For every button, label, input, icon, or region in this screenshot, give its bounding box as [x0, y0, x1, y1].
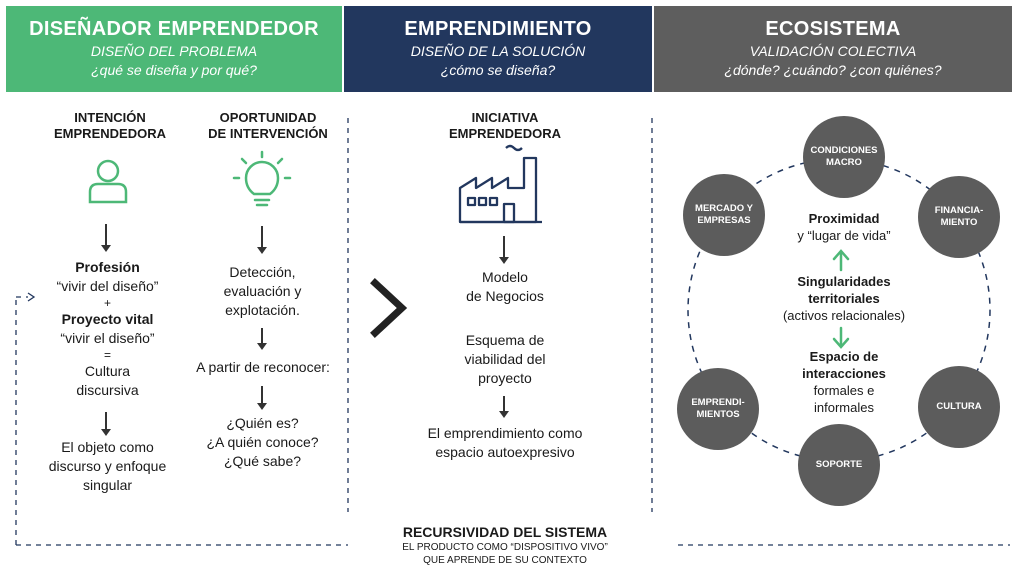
- arrow-down-icon: [832, 326, 850, 349]
- deteccion-line: Detección,: [229, 264, 296, 280]
- header-question: ¿qué se diseña y por qué?: [91, 62, 257, 78]
- emp-line: El emprendimiento como: [427, 425, 583, 441]
- emprendimiento-block: El emprendimiento como espacio autoexpre…: [395, 424, 615, 462]
- heading-line: DE INTERVENCIÓN: [208, 126, 328, 141]
- cultura-line: discursiva: [76, 382, 139, 398]
- footer-title: RECURSIVIDAD DEL SISTEMA: [402, 524, 608, 540]
- esquema-line: viabilidad del: [464, 351, 546, 367]
- heading-line: INTENCIÓN: [74, 110, 146, 125]
- header-question: ¿cómo se diseña?: [440, 62, 556, 78]
- footer: RECURSIVIDAD DEL SISTEMA EL PRODUCTO COM…: [350, 524, 660, 567]
- proximidad-label: Proximidad: [808, 211, 880, 226]
- deteccion-line: explotación.: [225, 302, 300, 318]
- espacio-line: formales e: [813, 383, 875, 398]
- activos-label: (activos relacionales): [782, 308, 906, 323]
- header-title: ECOSISTEMA: [765, 18, 901, 40]
- arrow-down: [499, 396, 509, 418]
- circle-financiamiento: FINANCIA-MIENTO: [918, 176, 1000, 258]
- lugar-label: y “lugar de vida”: [797, 228, 891, 243]
- question-line: ¿Quién es?: [226, 415, 299, 431]
- modelo-block: Modelo de Negocios: [420, 268, 590, 306]
- espacio-line: Espacio de: [809, 349, 879, 364]
- header-subtitle: VALIDACIÓN COLECTIVA: [749, 43, 917, 59]
- sing-line: Singularidades: [797, 274, 891, 289]
- header-question: ¿dónde? ¿cuándo? ¿con quiénes?: [724, 62, 942, 78]
- modelo-line: de Negocios: [466, 288, 544, 304]
- sing-line: territoriales: [808, 291, 880, 306]
- deteccion-block: Detección, evaluación y explotación.: [180, 263, 345, 320]
- modelo-line: Modelo: [482, 269, 528, 285]
- proximidad-block: Proximidad y “lugar de vida”: [764, 210, 924, 244]
- espacio-line: informales: [814, 400, 874, 415]
- factory-icon: [458, 144, 542, 224]
- objeto-line: singular: [82, 477, 133, 493]
- circle-condiciones-macro: CONDICIONES MACRO: [803, 116, 885, 198]
- lightbulb-icon: [232, 150, 292, 207]
- footer-line: QUE APRENDE DE SU CONTEXTO: [423, 555, 587, 566]
- person-icon: [88, 159, 128, 204]
- proyecto-quote: “vivir el diseño”: [60, 330, 155, 346]
- iniciativa-heading: INICIATIVA EMPRENDEDORA: [420, 110, 590, 142]
- equals-sign: =: [103, 348, 111, 362]
- header-subtitle: DISEÑO DEL PROBLEMA: [90, 43, 258, 59]
- footer-line: EL PRODUCTO COMO “DISPOSITIVO VIVO”: [402, 542, 608, 553]
- question-line: ¿A quién conoce?: [206, 434, 319, 450]
- arrow-down: [257, 386, 267, 410]
- espacio-block: Espacio de interacciones formales e info…: [764, 348, 924, 416]
- profesion-block: Profesión “vivir del diseño” + Proyecto …: [20, 258, 195, 400]
- arrow-down: [257, 226, 267, 254]
- deteccion-line: evaluación y: [223, 283, 302, 299]
- profesion-label: Profesión: [75, 259, 140, 275]
- header-emprendimiento: EMPRENDIMIENTO DISEÑO DE LA SOLUCIÓN ¿có…: [344, 6, 652, 92]
- heading-line: EMPRENDEDORA: [54, 126, 166, 141]
- arrow-down: [257, 328, 267, 350]
- header-subtitle: DISEÑO DE LA SOLUCIÓN: [410, 43, 586, 59]
- circle-cultura: CULTURA: [918, 366, 1000, 448]
- heading-line: EMPRENDEDORA: [449, 126, 561, 141]
- partir-text: A partir de reconocer:: [196, 359, 330, 375]
- preguntas-block: ¿Quién es? ¿A quién conoce? ¿Qué sabe?: [180, 414, 345, 471]
- oportunidad-heading: OPORTUNIDAD DE INTERVENCIÓN: [188, 110, 348, 142]
- circle-soporte: SOPORTE: [798, 424, 880, 506]
- header-title: EMPRENDIMIENTO: [404, 18, 592, 40]
- objeto-line: discurso y enfoque: [48, 458, 167, 474]
- objeto-block: El objeto como discurso y enfoque singul…: [20, 438, 195, 495]
- question-line: ¿Qué sabe?: [223, 453, 302, 469]
- espacio-line: interacciones: [802, 366, 886, 381]
- header-disenador: DISEÑADOR EMPRENDEDOR DISEÑO DEL PROBLEM…: [6, 6, 342, 92]
- esquema-block: Esquema de viabilidad del proyecto: [420, 331, 590, 388]
- header-ecosistema: ECOSISTEMA VALIDACIÓN COLECTIVA ¿dónde? …: [654, 6, 1012, 92]
- emp-line: espacio autoexpresivo: [435, 444, 575, 460]
- profesion-quote: “vivir del diseño”: [56, 278, 159, 294]
- proyecto-label: Proyecto vital: [61, 311, 154, 327]
- intencion-heading: INTENCIÓN EMPRENDEDORA: [30, 110, 190, 142]
- objeto-line: El objeto como: [61, 439, 154, 455]
- arrow-down: [101, 412, 111, 436]
- cultura-line: Cultura: [84, 363, 131, 379]
- circle-mercado-empresas: MERCADO Y EMPRESAS: [683, 174, 765, 256]
- heading-line: OPORTUNIDAD: [219, 110, 317, 125]
- esquema-line: proyecto: [478, 370, 532, 386]
- esquema-line: Esquema de: [465, 332, 545, 348]
- circle-emprendimientos: EMPRENDI-MIENTOS: [677, 368, 759, 450]
- arrow-down: [101, 224, 111, 252]
- header-title: DISEÑADOR EMPRENDEDOR: [29, 18, 319, 40]
- plus-sign: +: [103, 296, 111, 310]
- singularidades-block: Singularidades territoriales (activos re…: [764, 273, 924, 324]
- heading-line: INICIATIVA: [471, 110, 539, 125]
- arrow-down: [499, 236, 509, 264]
- arrow-up-icon: [832, 249, 850, 272]
